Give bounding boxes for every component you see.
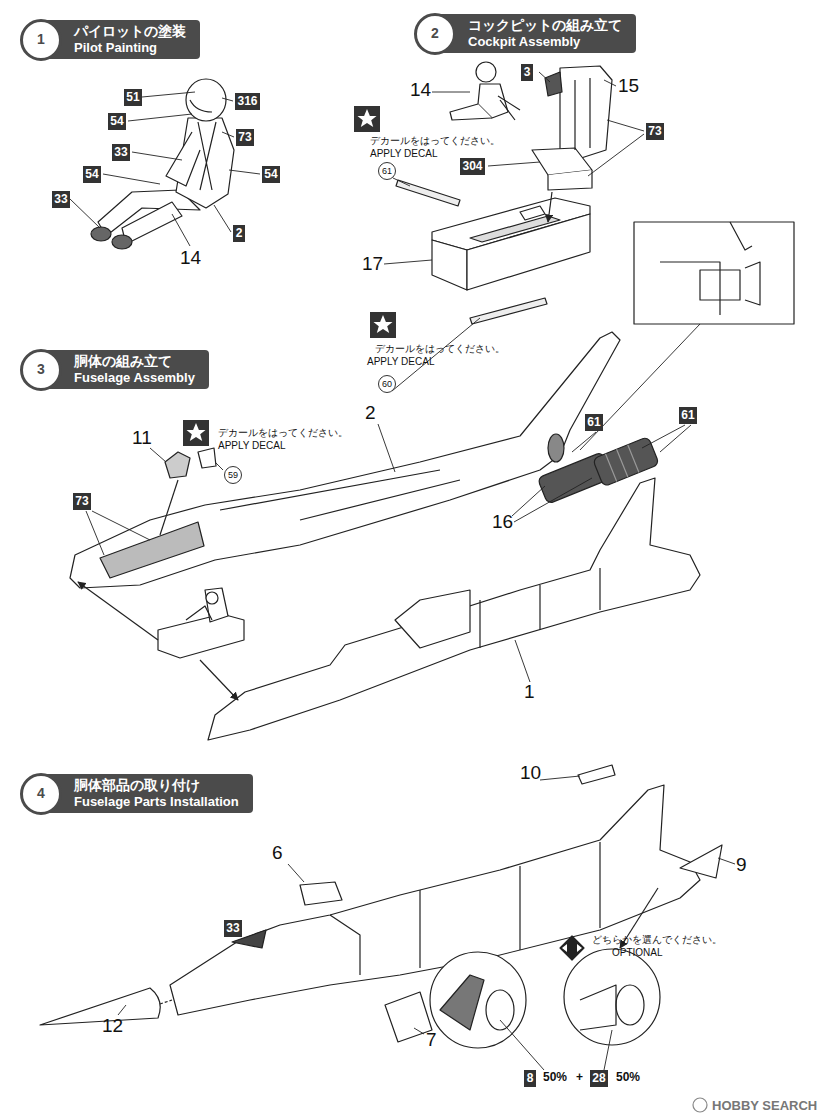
color-callout: 33 — [224, 920, 242, 937]
part-number: 15 — [618, 76, 639, 96]
watermark: HOBBY SEARCH — [712, 1098, 817, 1113]
node-text: パイロットの塗装 — [74, 23, 186, 40]
color-callout: 73 — [73, 493, 91, 510]
node-text: 54 — [264, 167, 278, 182]
step-number: 2 — [414, 13, 456, 55]
step-header: 胴体部品の取り付けFuselage Parts Installation 4 — [38, 774, 253, 813]
part-number: 16 — [492, 512, 513, 532]
step-number: 3 — [20, 349, 62, 391]
decal-number: 59 — [224, 466, 242, 484]
step-header: パイロットの塗装Pilot Painting 1 — [38, 20, 200, 59]
node-text: 33 — [114, 145, 128, 160]
node-text: 2 — [431, 25, 439, 42]
node-text: 73 — [238, 130, 252, 145]
node-text: Fuselage Assembly — [74, 370, 195, 386]
node-text: 304 — [462, 159, 483, 174]
node-text: 8 — [526, 1071, 534, 1086]
decal-number: 60 — [378, 375, 396, 393]
part-number: 6 — [272, 843, 283, 863]
part-number: 1 — [524, 682, 535, 702]
node-text: 73 — [648, 124, 662, 139]
node-text: コックピットの組み立て — [468, 17, 622, 34]
part-number: 2 — [365, 403, 376, 423]
node-text: 胴体部品の取り付け — [74, 777, 239, 794]
color-callout: 61 — [679, 407, 697, 424]
node-text: 3 — [37, 361, 45, 378]
step-number: 1 — [20, 19, 62, 61]
node-text: 316 — [237, 94, 258, 109]
color-callout: 33 — [112, 144, 130, 161]
color-callout: 54 — [262, 166, 280, 183]
color-callout: 54 — [83, 166, 101, 183]
step-header: 胴体の組み立てFuselage Assembly 3 — [38, 350, 209, 389]
node-text: 73 — [75, 494, 89, 509]
note-text: OPTIONAL — [612, 947, 663, 959]
node-text: Cockpit Assembly — [468, 34, 622, 50]
note-text: デカールをはってください。 — [218, 427, 348, 439]
color-callout: 61 — [585, 414, 603, 431]
note-text: 50% — [616, 1069, 640, 1085]
part-number: 9 — [736, 855, 747, 875]
node-text: Fuselage Parts Installation — [74, 794, 239, 810]
color-callout: 54 — [108, 113, 126, 130]
node-text: 3 — [523, 65, 531, 80]
node-text: 1 — [37, 31, 45, 48]
color-callout: 316 — [235, 93, 260, 110]
color-callout: 51 — [124, 89, 142, 106]
node-text: 61 — [379, 163, 395, 179]
note-text: APPLY DECAL — [218, 440, 285, 452]
node-text: 33 — [226, 921, 240, 936]
color-callout: 3 — [521, 64, 533, 81]
note-text: デカールをはってください。 — [370, 135, 500, 147]
step-header: コックピットの組み立てCockpit Assembly 2 — [432, 14, 636, 53]
note-text: APPLY DECAL — [370, 148, 437, 160]
part-number: 10 — [520, 763, 541, 783]
node-text: 51 — [126, 90, 140, 105]
note-text: デカールをはってください。 — [375, 343, 505, 355]
color-callout: 73 — [646, 123, 664, 140]
note-text: APPLY DECAL — [367, 356, 434, 368]
part-number: 14 — [410, 80, 431, 100]
note-text: 50% — [543, 1069, 567, 1085]
node-text: Pilot Painting — [74, 40, 186, 56]
note-text: + — [576, 1069, 583, 1085]
node-text: 54 — [110, 114, 124, 129]
note-text: どちらかを選んでください。 — [592, 934, 722, 946]
node-text: 61 — [681, 408, 695, 423]
color-callout: 304 — [460, 158, 485, 175]
part-number: 11 — [132, 428, 152, 448]
node-text: 54 — [85, 167, 99, 182]
node-text: 4 — [37, 785, 45, 802]
color-callout: 28 — [590, 1070, 608, 1087]
color-callout: 73 — [236, 129, 254, 146]
node-text: 胴体の組み立て — [74, 353, 195, 370]
part-number: 17 — [362, 254, 383, 274]
decal-number: 61 — [378, 162, 396, 180]
part-number: 12 — [102, 1016, 123, 1036]
node-text: 60 — [379, 376, 395, 392]
color-callout: 2 — [233, 225, 245, 242]
node-text: 28 — [592, 1071, 606, 1086]
node-text: 33 — [54, 192, 68, 207]
part-number: 14 — [180, 248, 201, 268]
color-callout: 8 — [524, 1070, 536, 1087]
node-text: 2 — [235, 226, 243, 241]
color-callout: 33 — [52, 191, 70, 208]
step-number: 4 — [20, 773, 62, 815]
node-text: 61 — [587, 415, 601, 430]
node-text: 59 — [225, 467, 241, 483]
part-number: 7 — [426, 1030, 437, 1050]
